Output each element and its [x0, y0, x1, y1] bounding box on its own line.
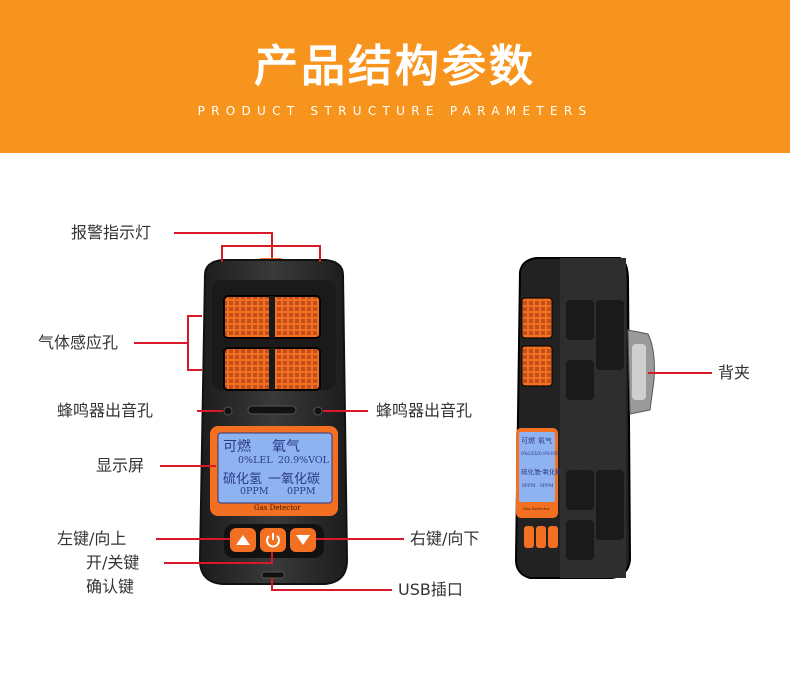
lcd-row3-left: 硫化氢: [223, 472, 263, 487]
triangle-down-icon: [296, 535, 310, 545]
side-brand-label: Gas Detector: [523, 506, 550, 511]
callout-power-key: 开/关键 确认键: [86, 551, 139, 599]
triangle-up-icon: [236, 535, 250, 545]
callout-buzzer-left: 蜂鸣器出音孔: [57, 401, 154, 420]
side-lcd-row1-left: 可燃: [521, 437, 535, 445]
callout-alarm-light: 报警指示灯: [71, 223, 152, 242]
lcd-row1-left: 可燃: [223, 439, 251, 455]
side-lcd-row2-right: 20.9%VOL: [536, 452, 561, 457]
brand-label: Gas Detector: [254, 504, 301, 512]
speaker-slot: [247, 405, 297, 415]
header-banner: 产品结构参数 PRODUCT STRUCTURE PARAMETERS: [0, 0, 790, 153]
lcd-row4-left: 0PPM: [240, 486, 269, 497]
side-device: [514, 257, 655, 579]
power-icon: [266, 533, 280, 548]
page-title: 产品结构参数: [254, 41, 536, 92]
callout-usb-port: USB插口: [398, 580, 463, 599]
side-lcd-row3-right: 一氧化碳: [536, 468, 562, 476]
lcd-row4-right: 0PPM: [287, 486, 316, 497]
front-device: [198, 258, 349, 585]
side-lcd-row2-left: 0%LEL: [521, 452, 538, 457]
lcd-row2-left: 0%LEL: [238, 455, 273, 466]
side-gas-inlet-top: [521, 297, 553, 339]
usb-port: [261, 571, 285, 579]
callout-gas-inlet: 气体感应孔: [38, 333, 119, 352]
side-gas-inlet-bottom: [521, 345, 553, 387]
side-lcd-row4-right: 0PPM: [540, 484, 554, 489]
callout-lines: [134, 232, 712, 591]
callout-right-key: 右键/向下: [410, 529, 480, 548]
lcd-row2-right: 20.9%VOL: [278, 455, 329, 466]
lcd-row1-right: 氧气: [272, 439, 300, 455]
callout-display: 显示屏: [96, 456, 145, 475]
lcd-row3-right: 一氧化碳: [268, 472, 321, 487]
side-display-screen: [519, 432, 555, 502]
display-screen: [217, 432, 333, 504]
callout-back-clip: 背夹: [718, 363, 751, 382]
side-lcd-row3-left: 硫化氢: [521, 468, 541, 476]
side-lcd-row1-right: 氧气: [538, 437, 552, 445]
callout-buzzer-right: 蜂鸣器出音孔: [376, 401, 473, 420]
callout-power-key-line1: 开/关键: [86, 553, 140, 572]
callout-left-key: 左键/向上: [57, 529, 127, 548]
page-subtitle: PRODUCT STRUCTURE PARAMETERS: [197, 104, 593, 118]
callout-power-key-line2: 确认键: [86, 577, 135, 596]
side-lcd-row4-left: 0PPM: [522, 484, 536, 489]
